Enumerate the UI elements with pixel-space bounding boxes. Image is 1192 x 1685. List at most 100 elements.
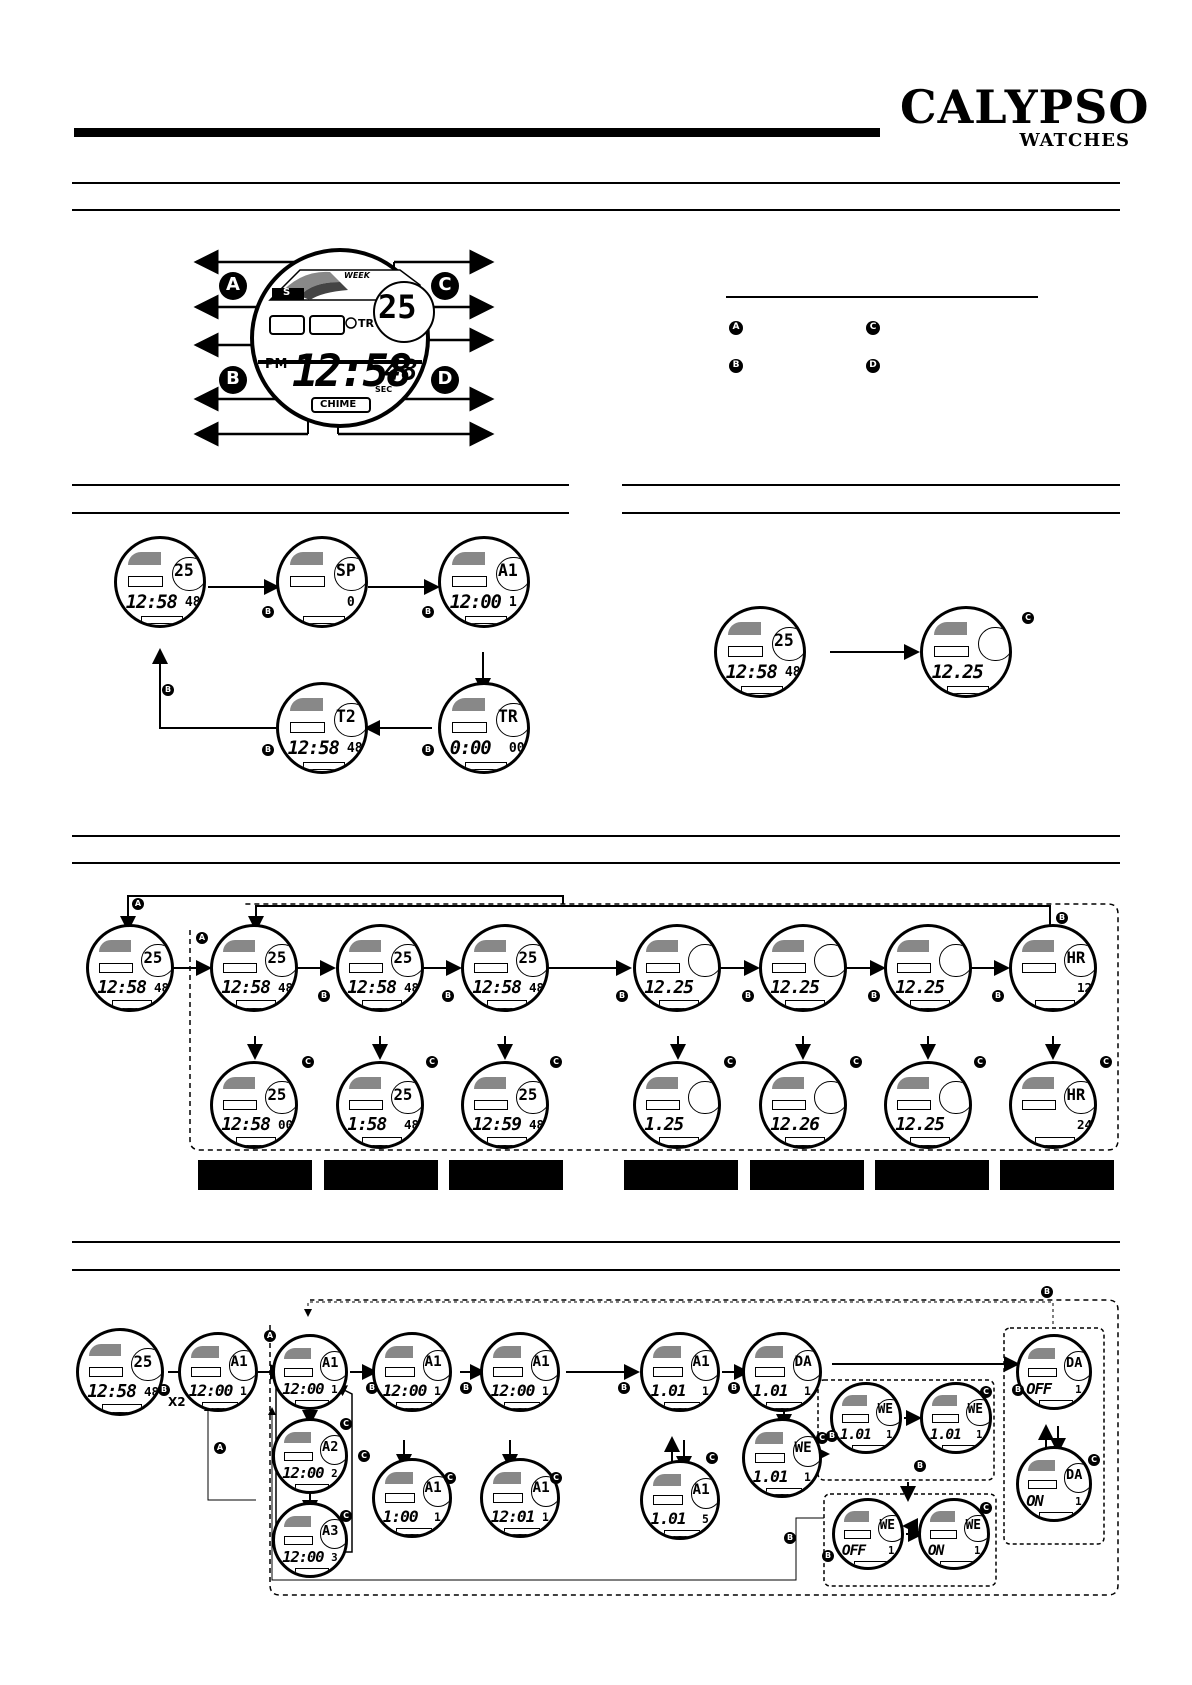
watch-buttons bbox=[843, 1530, 872, 1539]
watch-sec-value: 1 bbox=[1075, 1495, 1082, 1509]
chime-label: CHIME bbox=[320, 399, 357, 410]
watch-top-value: HR bbox=[1066, 947, 1086, 967]
watch-subdial bbox=[391, 1080, 421, 1115]
watch-subdial bbox=[690, 1478, 717, 1509]
watch-subdial bbox=[877, 1514, 901, 1543]
watch-arc bbox=[474, 1076, 506, 1090]
watch-top-value: 25 bbox=[173, 560, 194, 580]
watch-sec-value: 12 bbox=[1076, 980, 1093, 996]
button-badge: B bbox=[618, 1382, 630, 1394]
button-badge: C bbox=[1100, 1056, 1112, 1068]
watch-icon: 25 12:58 48 bbox=[76, 1328, 164, 1416]
watch-subdial bbox=[333, 702, 365, 738]
watch-main-value: 12:00 bbox=[282, 1548, 324, 1567]
button-badge: B bbox=[442, 990, 454, 1002]
watch-band bbox=[1038, 1400, 1074, 1407]
section-rule bbox=[72, 835, 1120, 837]
watch-buttons bbox=[929, 1530, 958, 1539]
button-badge: C bbox=[706, 1452, 718, 1464]
watch-icon: 25 1:58 48 bbox=[336, 1061, 424, 1149]
watch-subdial bbox=[333, 556, 365, 592]
watch-arc bbox=[754, 1346, 784, 1358]
button-badge: C bbox=[444, 1472, 456, 1484]
watch-arc bbox=[89, 1343, 121, 1357]
button-badge: A bbox=[214, 1442, 226, 1454]
watch-arc bbox=[451, 552, 485, 566]
watch-icon: A1 12:01 1 bbox=[480, 1458, 560, 1538]
watch-icon: A1 12:00 1 bbox=[438, 536, 530, 628]
watch-sec-value: 00 bbox=[508, 740, 525, 756]
watch-icon: 25 12:58 48 bbox=[86, 924, 174, 1012]
watch-sec-value: 0 bbox=[346, 594, 355, 610]
watch-top-value: HR bbox=[1066, 1084, 1086, 1104]
watch-subdial bbox=[516, 943, 546, 978]
section-rule bbox=[622, 484, 1120, 486]
watch-sec-value: 48 bbox=[528, 1117, 545, 1133]
button-badge: C bbox=[1088, 1454, 1100, 1466]
watch-icon: 12.25 bbox=[884, 1061, 972, 1149]
watch-sec-value: 48 bbox=[528, 980, 545, 996]
watch-subdial bbox=[688, 943, 718, 978]
watch-subdial bbox=[963, 1514, 987, 1543]
watch-band bbox=[395, 1401, 433, 1409]
watch-sec-value: 48 bbox=[346, 740, 363, 756]
watch-arc bbox=[1022, 1076, 1054, 1090]
button-badge: C bbox=[426, 1056, 438, 1068]
watch-band bbox=[395, 1527, 433, 1535]
watch-main-value: 1.01 bbox=[839, 1426, 872, 1444]
watch-arc bbox=[451, 698, 485, 712]
watch-icon: 25 12:58 48 bbox=[336, 924, 424, 1012]
watch-band bbox=[659, 1137, 699, 1146]
watch-buttons bbox=[349, 1099, 383, 1110]
watch-top-value: A1 bbox=[532, 1480, 550, 1497]
button-badge: B bbox=[728, 1382, 740, 1394]
watch-buttons bbox=[284, 1367, 314, 1377]
watch-buttons bbox=[451, 576, 487, 587]
watch-icon: A3 12:00 3 bbox=[272, 1502, 348, 1578]
button-badge: C bbox=[724, 1056, 736, 1068]
watch-main-value: 12:58 bbox=[125, 591, 178, 613]
section-rule bbox=[622, 512, 1120, 514]
watch-top-value: A1 bbox=[692, 1482, 710, 1499]
brand-subtitle: WATCHES bbox=[1019, 130, 1130, 151]
watch-sec-value: 1 bbox=[804, 1469, 811, 1484]
watch-main-value: 12.25 bbox=[770, 977, 820, 999]
watch-subdial bbox=[265, 1080, 295, 1115]
watch-icon: A1 12:00 1 bbox=[372, 1332, 452, 1412]
section-rule bbox=[72, 182, 1120, 184]
watch-sec-value: 3 bbox=[331, 1551, 338, 1565]
watch-top-value: A1 bbox=[424, 1354, 442, 1371]
watch-arc bbox=[897, 939, 929, 953]
watch-sec-value: 1 bbox=[331, 1383, 338, 1397]
watch-icon: WE ON 1 bbox=[918, 1498, 990, 1570]
watch-sec-value: 48 bbox=[184, 594, 201, 610]
label-bar bbox=[750, 1160, 864, 1190]
watch-icon: 1.25 bbox=[633, 1061, 721, 1149]
watch-main-value: OFF bbox=[841, 1542, 866, 1560]
button-a-label: A bbox=[226, 274, 240, 295]
watch-subdial bbox=[422, 1350, 449, 1381]
watch-band bbox=[1035, 1137, 1075, 1146]
watch-band bbox=[910, 1000, 950, 1009]
section-rule bbox=[72, 1241, 1120, 1243]
watch-buttons bbox=[772, 1099, 806, 1110]
watch-sec-value: 1 bbox=[888, 1544, 895, 1557]
watch-buttons bbox=[190, 1367, 222, 1377]
watch-band bbox=[201, 1401, 239, 1409]
watch-band bbox=[503, 1527, 541, 1535]
watch-buttons bbox=[384, 1493, 416, 1503]
watch-icon: A1 1.01 1 bbox=[640, 1332, 720, 1412]
watch-arc bbox=[127, 552, 161, 566]
watch-buttons bbox=[652, 1367, 684, 1377]
watch-buttons bbox=[289, 722, 325, 733]
watch-buttons bbox=[772, 962, 806, 973]
watch-subdial bbox=[965, 1398, 989, 1427]
watch-buttons bbox=[931, 1414, 960, 1423]
watch-buttons bbox=[754, 1453, 786, 1463]
watch-band bbox=[659, 1000, 699, 1009]
watch-arc bbox=[841, 1395, 868, 1406]
watch-band bbox=[294, 1484, 330, 1491]
button-badge: B bbox=[742, 990, 754, 1002]
button-badge: C bbox=[340, 1418, 352, 1430]
